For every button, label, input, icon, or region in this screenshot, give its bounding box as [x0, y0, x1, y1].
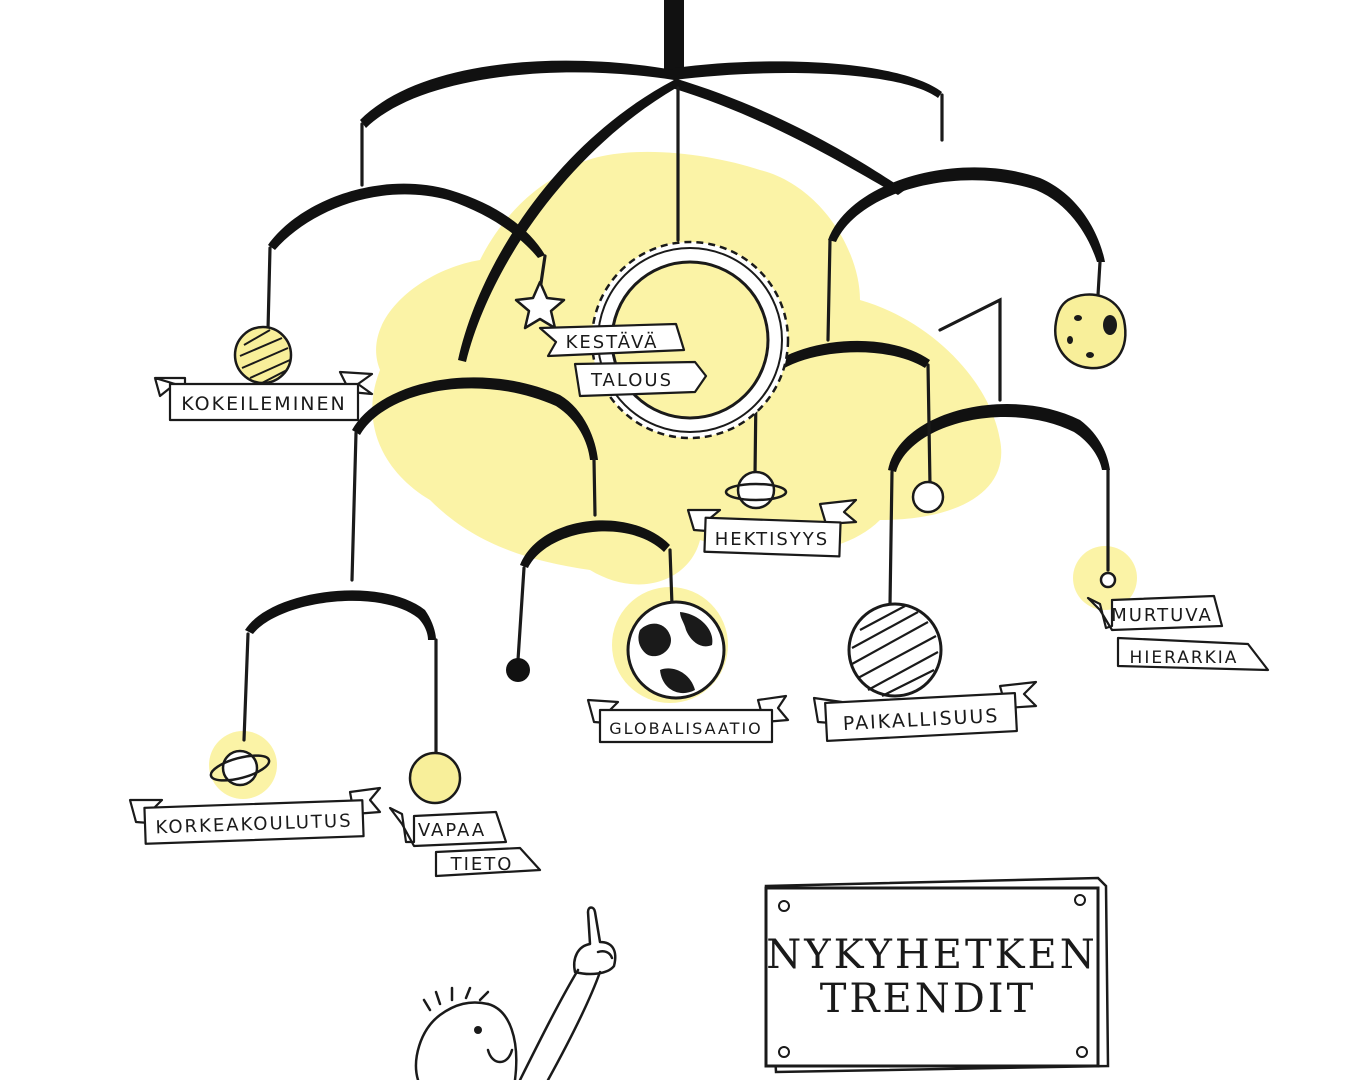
label-vapaa-tieto: VAPAA TIETO — [388, 806, 542, 878]
earth-globe-icon — [626, 600, 726, 700]
mobile-arms — [245, 60, 1110, 640]
mobile-wires — [242, 86, 1110, 762]
pointing-person — [414, 906, 617, 1080]
plaque-title-line2: TRENDIT — [820, 976, 1037, 1022]
label-kestava-talous: KESTÄVÄ TALOUS — [538, 322, 708, 398]
saturn-icon — [209, 749, 271, 787]
moon-icon — [911, 480, 945, 514]
black-ball-icon — [506, 658, 530, 682]
svg-text:KOKEILEMINEN: KOKEILEMINEN — [181, 393, 346, 415]
svg-text:TALOUS: TALOUS — [590, 370, 673, 391]
pointing-hand-icon — [573, 906, 617, 976]
label-kokeileminen: KOKEILEMINEN — [153, 370, 374, 422]
svg-text:KESTÄVÄ: KESTÄVÄ — [566, 332, 659, 353]
label-paikallisuus: PAIKALLISUUS — [812, 680, 1038, 743]
asteroid-icon — [1054, 293, 1127, 370]
yellow-ball-icon — [408, 751, 462, 805]
small-moon-icon — [1099, 571, 1117, 589]
svg-text:HEKTISYYS: HEKTISYYS — [715, 529, 829, 550]
label-globalisaatio: GLOBALISAATIO — [586, 694, 790, 744]
label-murtuva-hierarkia: MURTUVA HIERARKIA — [1086, 594, 1270, 672]
title-plaque: NYKYHETKEN TRENDIT — [764, 876, 1110, 1074]
svg-text:GLOBALISAATIO: GLOBALISAATIO — [609, 719, 763, 738]
sphere-icon — [233, 325, 293, 385]
ceiling-hook — [664, 0, 684, 70]
label-hektisyys: HEKTISYYS — [686, 498, 858, 558]
star-icon — [514, 280, 566, 330]
ringed-planet-icon — [724, 470, 788, 510]
svg-text:HIERARKIA: HIERARKIA — [1130, 648, 1239, 668]
striped-planet-icon — [847, 602, 943, 698]
svg-text:TIETO: TIETO — [450, 854, 514, 875]
label-korkeakoulutus: KORKEAKOULUTUS — [128, 786, 382, 845]
plaque-title-line1: NYKYHETKEN — [766, 932, 1097, 978]
svg-text:MURTUVA: MURTUVA — [1111, 605, 1213, 626]
svg-text:VAPAA: VAPAA — [418, 820, 486, 841]
